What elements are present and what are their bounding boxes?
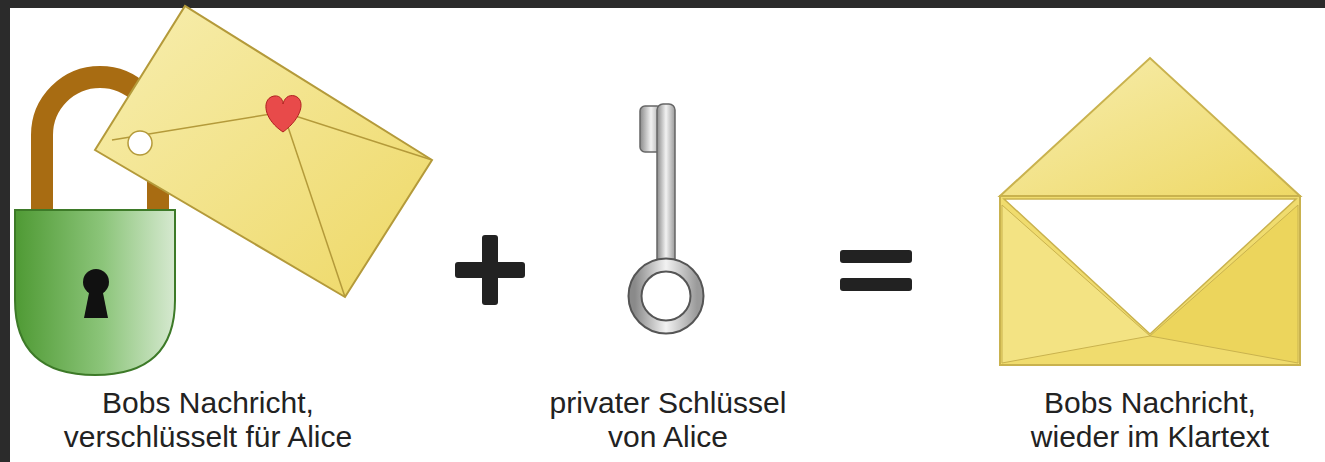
caption-label: Bobs Nachricht, verschlüsselt für Alice [12,386,404,454]
lock-body [15,210,175,375]
key-symbol [635,104,697,327]
keyhole [83,269,109,318]
equals-sign [840,250,912,291]
caption-label: Bobs Nachricht, wieder im Klartext [1000,386,1300,454]
plus-sign [455,235,525,305]
caption-label: privater Schlüssel von Alice [523,386,813,454]
open-envelope [1000,58,1300,365]
